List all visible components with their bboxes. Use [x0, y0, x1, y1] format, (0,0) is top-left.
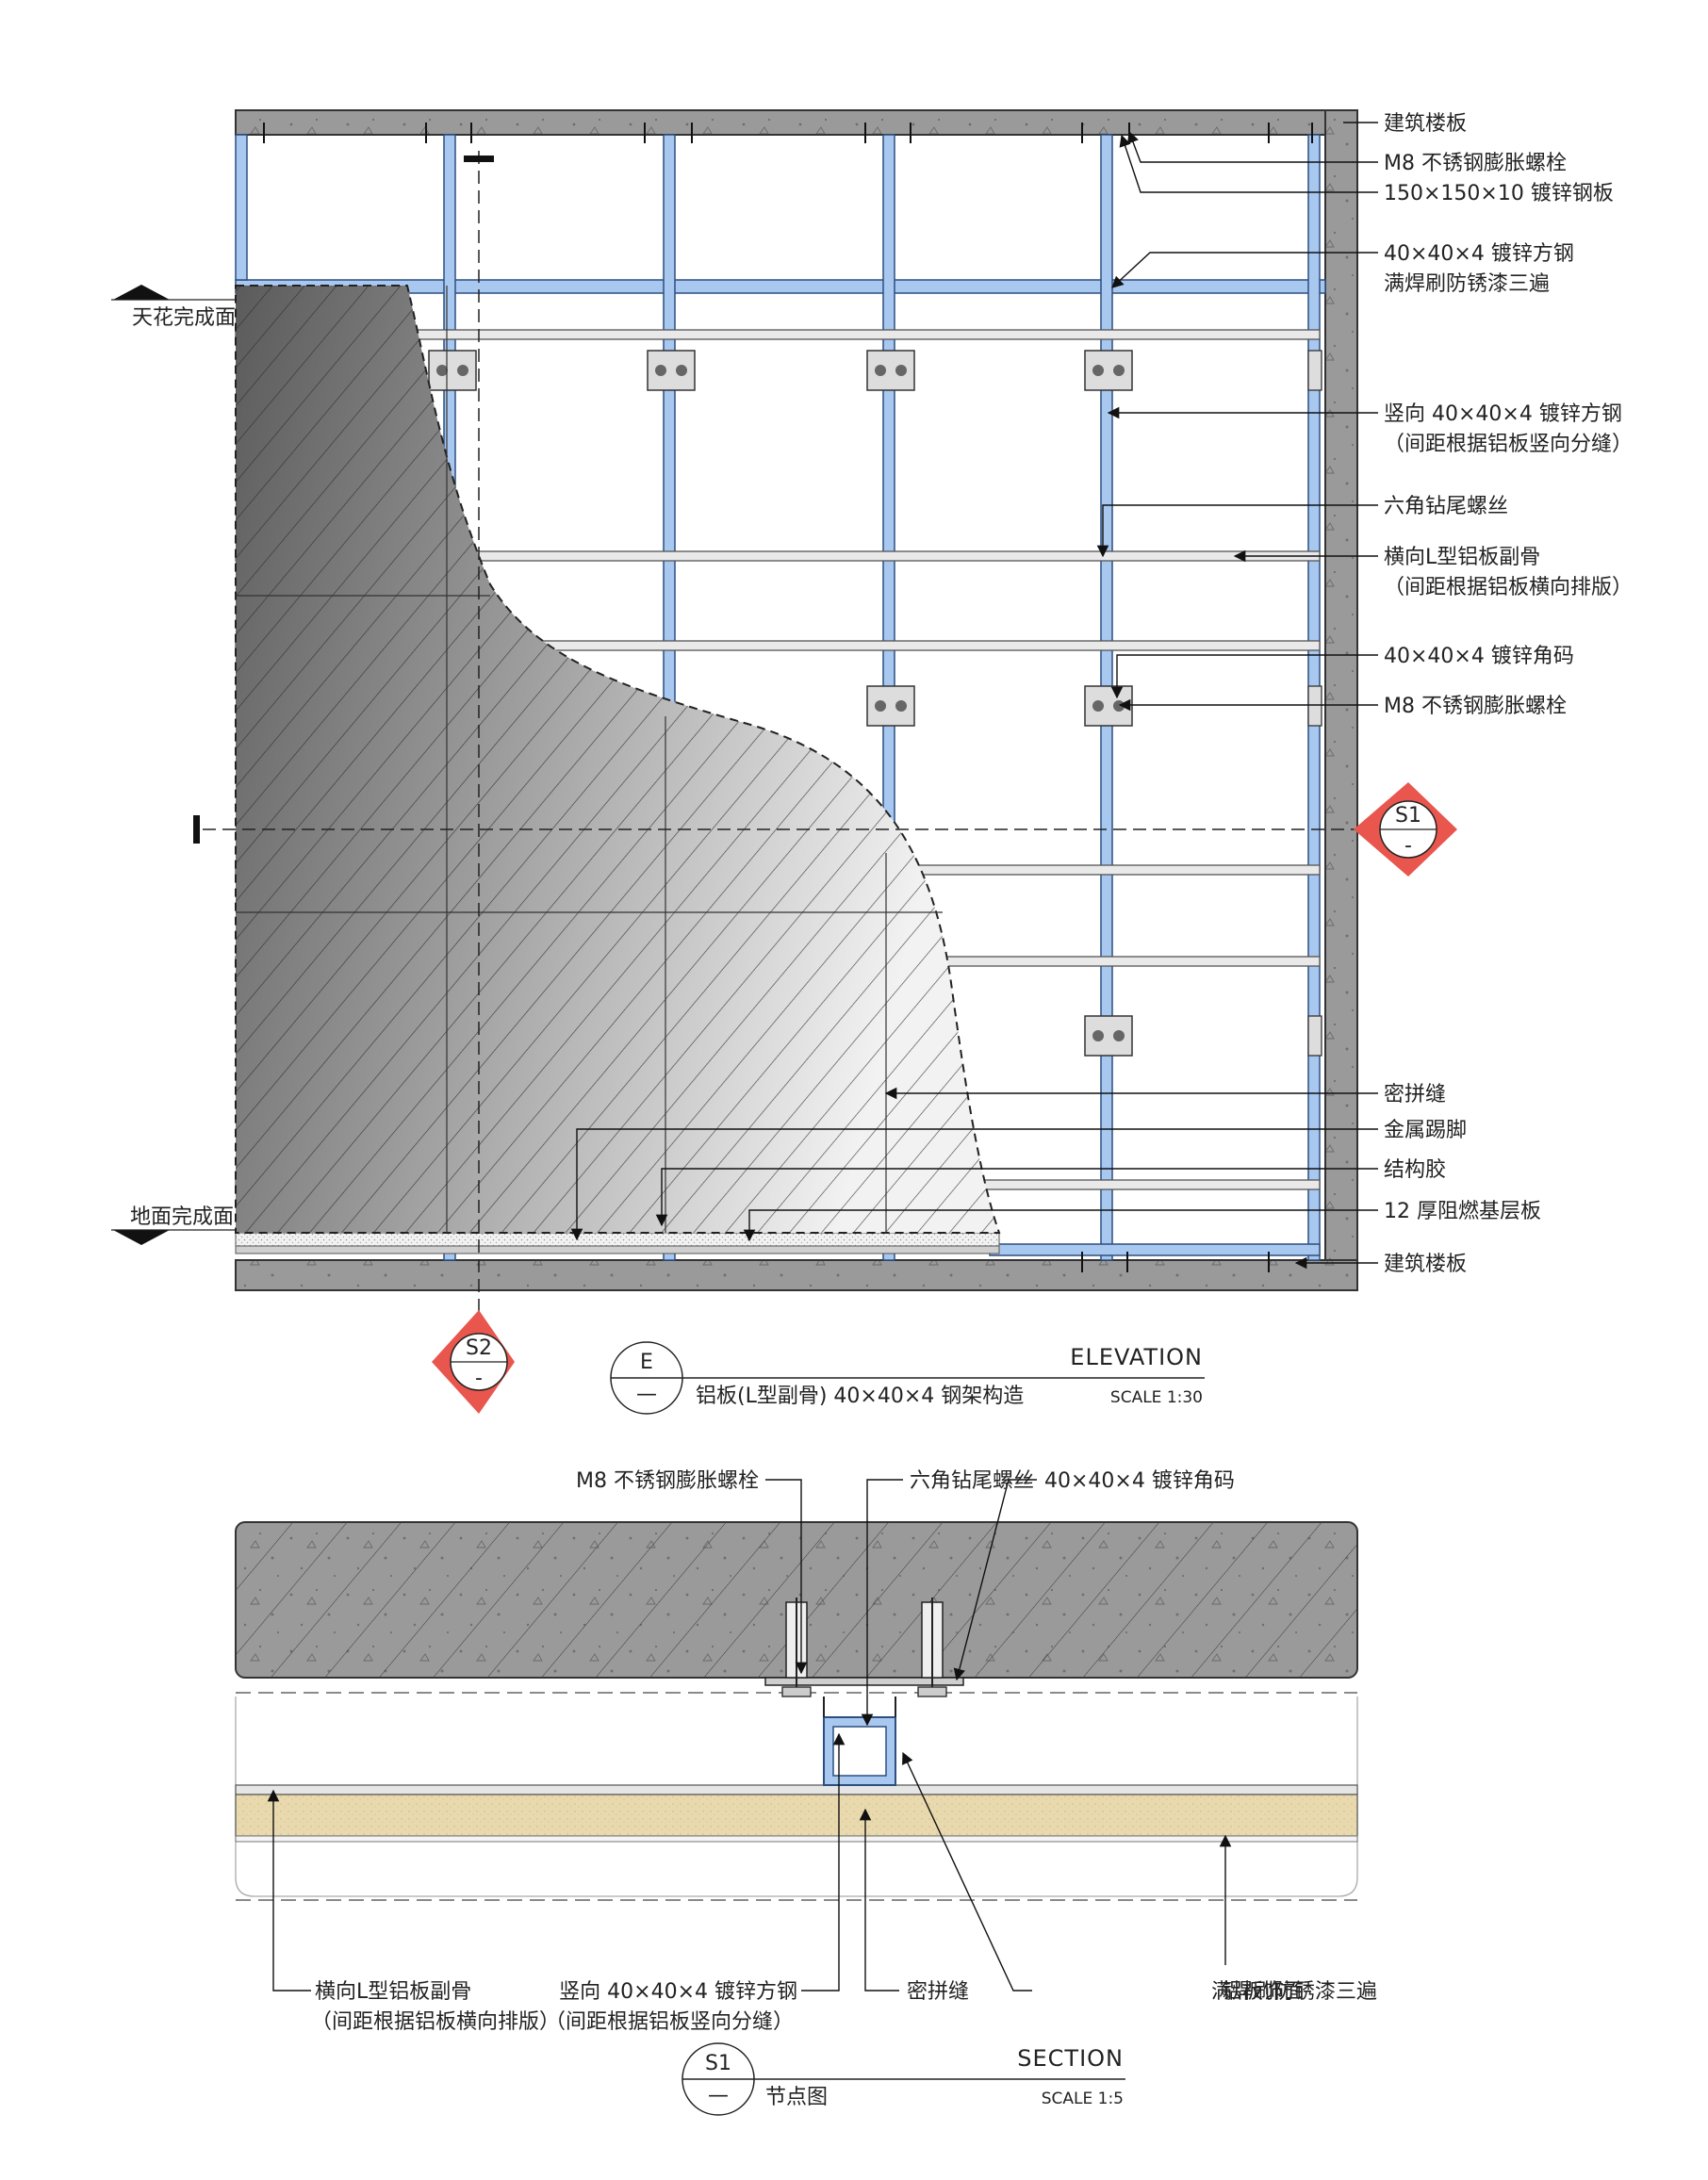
- section-label-angle-code: 40×40×4 镀锌角码: [1044, 1469, 1235, 1493]
- bottom-anchor-bolts: [1081, 1252, 1270, 1272]
- section-finish-strip: [235, 1835, 1358, 1843]
- right-wall: [1324, 109, 1358, 1291]
- bottom-horizontal-steel: [989, 1243, 1321, 1256]
- section-symbol-bottom: —: [708, 2084, 729, 2107]
- bracket: [428, 350, 477, 391]
- section-scale: SCALE 1:5: [1042, 2090, 1124, 2108]
- elevation-title: ELEVATION: [1070, 1344, 1203, 1370]
- bracket: [1084, 1015, 1133, 1057]
- label-structural-glue: 结构胶: [1384, 1158, 1446, 1182]
- section-label-l-keel-2: （间距根据铝板横向排版）: [311, 2010, 560, 2034]
- label-vertical-steel-2: （间距根据铝板竖向分缝）: [1384, 433, 1633, 456]
- section-label-l-keel-1: 横向L型铝板副骨: [315, 1980, 471, 2004]
- elevation-subtitle: 铝板(L型副骨) 40×40×4 钢架构造: [696, 1385, 1024, 1408]
- section-outline: [235, 1696, 1358, 1897]
- elevation-symbol-bottom: —: [636, 1383, 657, 1406]
- section-label-overlap-b: 铝板饰面: [1222, 1980, 1305, 2004]
- ceiling-level-marker: 天花完成面: [111, 285, 236, 330]
- section-labels: M8 不锈钢膨胀螺栓 六角钻尾螺丝 40×40×4 镀锌角码 横向L型铝板副骨 …: [311, 1469, 1377, 2034]
- cut-tick-top: [464, 156, 494, 162]
- s2-marker-bottom: -: [475, 1367, 483, 1390]
- bracket: [647, 350, 696, 391]
- label-hex-screw: 六角钻尾螺丝: [1384, 495, 1508, 518]
- section-marker-s1: S1 -: [1354, 782, 1457, 877]
- section-label-vertical-steel-1: 竖向 40×40×4 镀锌方钢: [559, 1980, 797, 2004]
- metal-skirting-strip: [235, 1245, 1000, 1254]
- elevation-title-block: E — ELEVATION 铝板(L型副骨) 40×40×4 钢架构造 SCAL…: [610, 1341, 1205, 1415]
- section-label-overlap-a: 满焊刷防锈漆三遍: [1211, 1980, 1377, 2004]
- label-square-steel-1: 40×40×4 镀锌方钢: [1384, 242, 1574, 266]
- angle-brackets: [428, 350, 1322, 1057]
- wall-bracket: [1307, 1015, 1322, 1057]
- bracket: [866, 350, 915, 391]
- label-m8-bolt-top: M8 不锈钢膨胀螺栓: [1384, 152, 1567, 175]
- label-steel-plate: 150×150×10 镀锌钢板: [1384, 182, 1614, 205]
- wall-bracket: [1307, 350, 1322, 391]
- section-label-tight-joint: 密拼缝: [907, 1980, 969, 2004]
- bracket: [866, 685, 915, 727]
- bracket: [1084, 350, 1133, 391]
- elevation-symbol-top: E: [640, 1351, 653, 1374]
- section-angle-plate: [764, 1677, 964, 1686]
- section-aluminum-panel: [235, 1794, 1358, 1837]
- section-symbol-top: S1: [705, 2052, 731, 2075]
- bottom-slab: [235, 1259, 1358, 1291]
- label-l-keel-1: 横向L型铝板副骨: [1384, 546, 1540, 569]
- label-building-slab-bottom: 建筑楼板: [1384, 1253, 1467, 1276]
- section-view: M8 不锈钢膨胀螺栓 六角钻尾螺丝 40×40×4 镀锌角码 横向L型铝板副骨 …: [235, 1469, 1377, 2116]
- floor-base-layer: [235, 1232, 1000, 1247]
- label-l-keel-2: （间距根据铝板横向排版）: [1384, 576, 1633, 599]
- floor-finish-label: 地面完成面: [130, 1205, 234, 1229]
- label-tight-joint: 密拼缝: [1384, 1083, 1446, 1106]
- panel-grid-lines: [236, 286, 943, 1233]
- elevation-view: 天花完成面 地面完成面 S1 - S2 -: [111, 109, 1633, 1415]
- s2-marker-top: S2: [466, 1336, 492, 1360]
- cut-tick-left: [193, 815, 200, 844]
- section-leaders: [267, 1479, 1232, 1992]
- ceiling-finish-label: 天花完成面: [132, 306, 236, 330]
- label-m8-bolt-mid: M8 不锈钢膨胀螺栓: [1384, 695, 1567, 718]
- elevation-labels: 建筑楼板 M8 不锈钢膨胀螺栓 150×150×10 镀锌钢板 40×40×4 …: [1384, 112, 1633, 1276]
- top-slab: [235, 109, 1358, 136]
- label-metal-skirting: 金属踢脚: [1384, 1119, 1467, 1142]
- section-label-m8-bolt: M8 不锈钢膨胀螺栓: [576, 1469, 759, 1493]
- section-title: SECTION: [1017, 2045, 1124, 2072]
- elevation-leaders: [570, 122, 1378, 1270]
- label-building-slab-top: 建筑楼板: [1384, 112, 1467, 136]
- wall-bracket: [1307, 685, 1322, 727]
- floor-level-marker: 地面完成面: [111, 1205, 236, 1245]
- label-square-steel-2: 满焊刷防锈漆三遍: [1384, 272, 1550, 296]
- section-title-block: S1 — SECTION 节点图 SCALE 1:5: [682, 2042, 1125, 2116]
- section-label-hex-screw: 六角钻尾螺丝: [910, 1469, 1034, 1493]
- left-post: [235, 134, 248, 281]
- s1-marker-top: S1: [1395, 804, 1421, 828]
- section-marker-s2: S2 -: [432, 1310, 515, 1414]
- elevation-scale: SCALE 1:30: [1110, 1388, 1203, 1407]
- top-anchor-bolts: [263, 123, 1313, 143]
- label-fireproof-board: 12 厚阻燃基层板: [1384, 1200, 1541, 1223]
- section-subtitle: 节点图: [765, 2086, 828, 2109]
- label-vertical-steel-1: 竖向 40×40×4 镀锌方钢: [1384, 402, 1622, 426]
- section-l-keel: [235, 1784, 1358, 1795]
- s1-marker-bottom: -: [1404, 834, 1412, 858]
- bracket: [1084, 685, 1133, 727]
- label-angle-code: 40×40×4 镀锌角码: [1384, 645, 1574, 668]
- cutaway-hatch: [236, 286, 999, 1233]
- section-label-vertical-steel-2: （间距根据铝板竖向分缝）: [545, 2010, 794, 2034]
- section-square-tube: [823, 1696, 896, 1786]
